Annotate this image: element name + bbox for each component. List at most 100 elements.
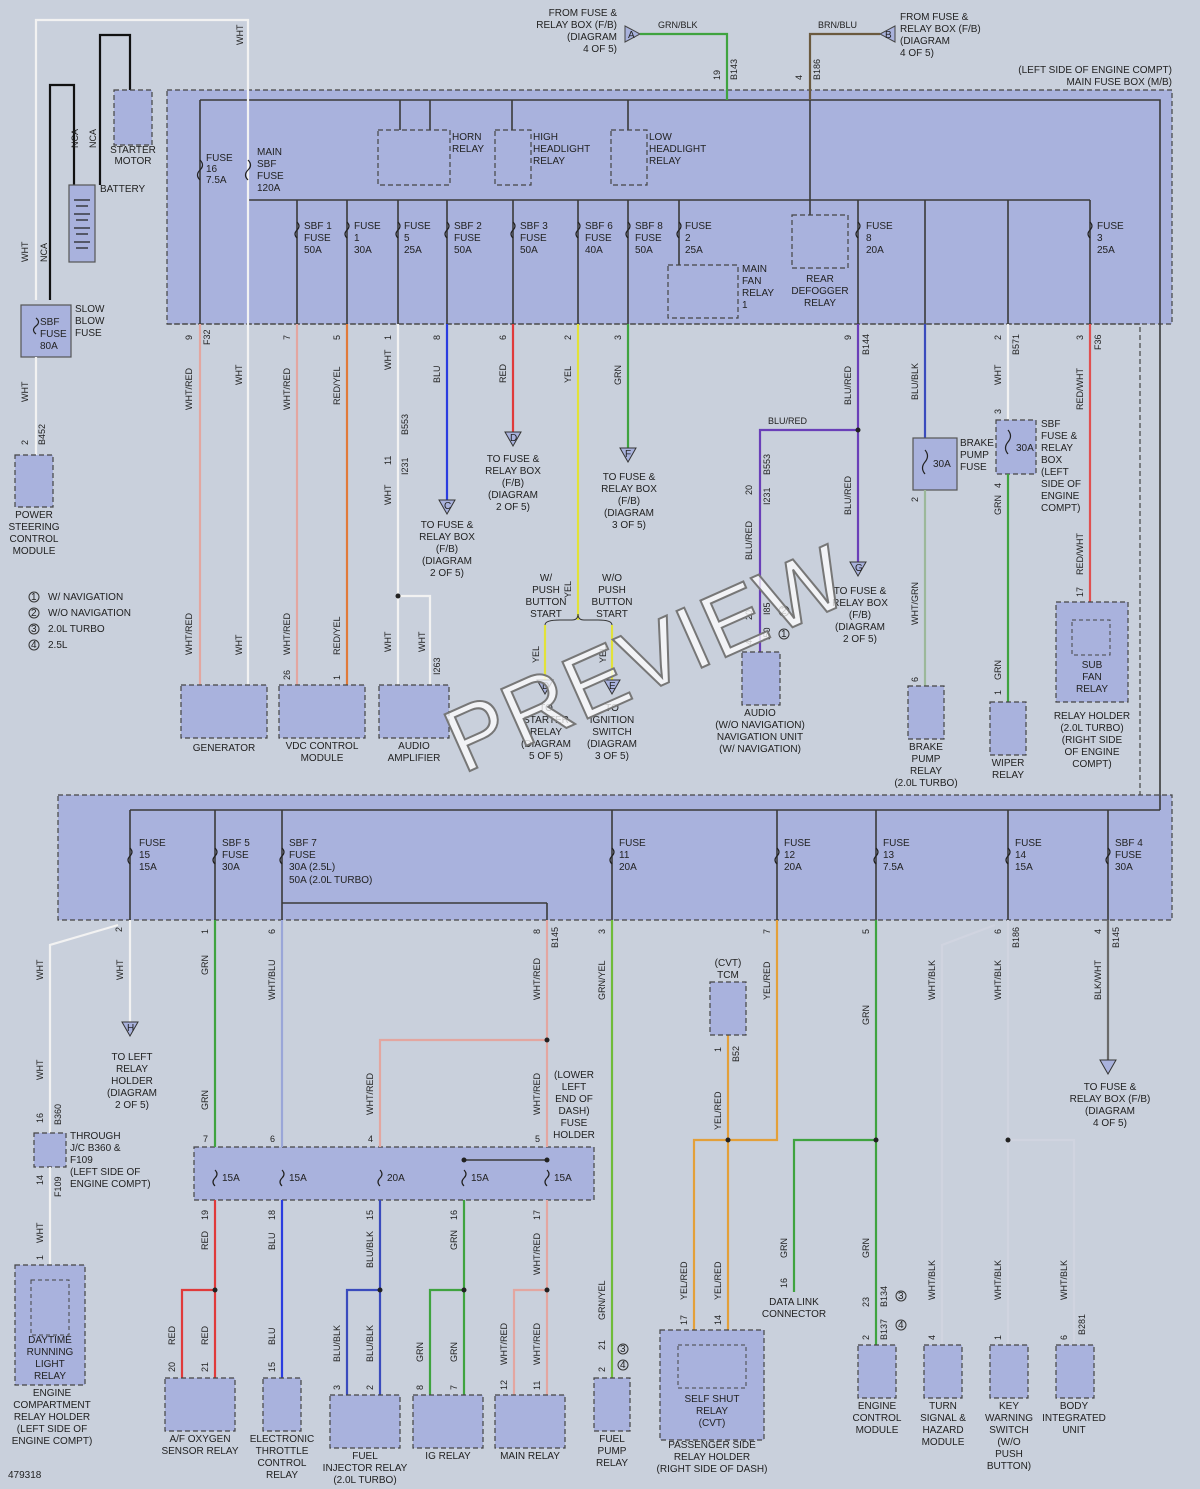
svg-text:15A: 15A — [471, 1173, 489, 1184]
svg-text:6: 6 — [270, 1134, 275, 1144]
svg-text:B144: B144 — [861, 334, 871, 355]
svg-text:2: 2 — [685, 233, 691, 244]
svg-text:HOLDER: HOLDER — [111, 1076, 153, 1087]
svg-text:H: H — [127, 1023, 134, 1034]
audio-navigation-unit: AUDIO (W/O NAVIGATION) NAVIGATION UNIT (… — [715, 651, 805, 755]
svg-text:FUSE: FUSE — [635, 233, 662, 244]
svg-text:2: 2 — [365, 1385, 375, 1390]
svg-text:WHT/RED: WHT/RED — [282, 368, 292, 410]
svg-text:(LEFT SIDE OF: (LEFT SIDE OF — [70, 1167, 140, 1178]
svg-text:30A: 30A — [1016, 443, 1034, 454]
svg-text:80A: 80A — [40, 341, 58, 352]
svg-text:B137: B137 — [879, 1319, 889, 1340]
svg-text:30A: 30A — [1115, 862, 1133, 873]
svg-text:5: 5 — [404, 233, 410, 244]
svg-text:21: 21 — [597, 1340, 607, 1350]
svg-text:SBF 4: SBF 4 — [1115, 838, 1143, 849]
svg-text:(DIAGRAM: (DIAGRAM — [835, 622, 885, 633]
svg-text:TO LEFT: TO LEFT — [112, 1052, 153, 1063]
svg-text:FAN: FAN — [1082, 672, 1101, 683]
svg-text:17: 17 — [679, 1315, 689, 1325]
svg-text:FUSE: FUSE — [222, 850, 249, 861]
svg-text:GRN: GRN — [861, 1005, 871, 1025]
svg-text:12: 12 — [784, 850, 796, 861]
dest-h: H TO LEFT RELAY HOLDER (DIAGRAM 2 OF 5) — [107, 1021, 157, 1111]
svg-text:40A: 40A — [585, 245, 603, 256]
svg-text:2 OF 5): 2 OF 5) — [115, 1100, 149, 1111]
svg-text:GRN: GRN — [200, 955, 210, 975]
svg-text:WHT/BLK: WHT/BLK — [993, 1260, 1003, 1300]
svg-text:DEFOGGER: DEFOGGER — [791, 286, 848, 297]
svg-text:WHT: WHT — [35, 959, 45, 980]
svg-text:GRN: GRN — [449, 1230, 459, 1250]
svg-text:ENGINE: ENGINE — [1041, 491, 1080, 502]
svg-text:YEL: YEL — [563, 581, 573, 598]
svg-text:1: 1 — [993, 1335, 1003, 1340]
svg-text:LEFT: LEFT — [562, 1082, 586, 1093]
svg-text:(2.0L TURBO): (2.0L TURBO) — [894, 778, 957, 789]
brake-pump-relay: BRAKE PUMP RELAY (2.0L TURBO) — [894, 685, 958, 789]
svg-text:SBF: SBF — [1041, 419, 1060, 430]
svg-text:RELAY BOX (F/B): RELAY BOX (F/B) — [536, 20, 617, 31]
svg-text:2.5L: 2.5L — [48, 640, 68, 651]
svg-text:4: 4 — [31, 640, 37, 651]
svg-text:POWER: POWER — [15, 510, 53, 521]
svg-text:F109: F109 — [70, 1155, 93, 1166]
svg-text:4: 4 — [368, 1134, 373, 1144]
svg-text:INJECTOR RELAY: INJECTOR RELAY — [323, 1463, 408, 1474]
svg-text:25A: 25A — [404, 245, 422, 256]
svg-text:30A: 30A — [933, 459, 951, 470]
dest-f: F TO FUSE & RELAY BOX (F/B) (DIAGRAM 3 O… — [601, 447, 657, 531]
svg-text:MODULE: MODULE — [301, 753, 344, 764]
svg-text:IG RELAY: IG RELAY — [425, 1451, 471, 1462]
svg-text:WHT/RED: WHT/RED — [499, 1323, 509, 1365]
svg-text:I231: I231 — [400, 457, 410, 475]
dest-i: TO FUSE & RELAY BOX (F/B) (DIAGRAM 4 OF … — [1070, 1059, 1150, 1129]
svg-text:30A (2.5L): 30A (2.5L) — [289, 862, 335, 873]
svg-text:MOTOR: MOTOR — [114, 156, 151, 167]
svg-text:3: 3 — [1075, 335, 1085, 340]
svg-text:FAN: FAN — [742, 276, 761, 287]
svg-text:WIPER: WIPER — [992, 758, 1025, 769]
ig-relay: IG RELAY — [412, 1394, 484, 1462]
svg-text:WHT: WHT — [115, 959, 125, 980]
svg-text:STEERING: STEERING — [8, 522, 59, 533]
svg-text:PUMP: PUMP — [960, 450, 989, 461]
svg-text:WHT/BLU: WHT/BLU — [267, 960, 277, 1001]
electronic-throttle-control-relay: ELECTRONIC THROTTLE CONTROL RELAY — [250, 1377, 314, 1481]
svg-text:RELAY BOX: RELAY BOX — [601, 484, 657, 495]
svg-text:FUSE: FUSE — [206, 153, 233, 164]
svg-text:11: 11 — [532, 1381, 542, 1390]
svg-text:120A: 120A — [257, 183, 281, 194]
svg-text:AUDIO: AUDIO — [398, 741, 430, 752]
svg-text:D: D — [510, 433, 517, 444]
svg-text:FUSE: FUSE — [1115, 850, 1142, 861]
svg-text:14: 14 — [1015, 850, 1027, 861]
svg-text:B52: B52 — [731, 1046, 741, 1062]
svg-text:(DIAGRAM: (DIAGRAM — [521, 739, 571, 750]
svg-text:RELAY: RELAY — [34, 1371, 66, 1382]
svg-text:FUSE: FUSE — [354, 221, 381, 232]
svg-text:RELAY: RELAY — [116, 1064, 148, 1075]
svg-text:FUEL: FUEL — [352, 1451, 378, 1462]
svg-text:BUTTON: BUTTON — [526, 597, 567, 608]
svg-text:WHT: WHT — [234, 634, 244, 655]
connector-a: A FROM FUSE & RELAY BOX (F/B) (DIAGRAM 4… — [536, 8, 642, 55]
svg-text:(DIAGRAM: (DIAGRAM — [422, 556, 472, 567]
svg-text:1: 1 — [713, 1047, 723, 1052]
svg-text:13: 13 — [883, 850, 895, 861]
svg-text:ELECTRONIC: ELECTRONIC — [250, 1434, 314, 1445]
sbf-fuse-relay-box: 30A SBF FUSE & RELAY BOX (LEFT SIDE OF E… — [995, 419, 1081, 514]
svg-text:(F/B): (F/B) — [618, 496, 640, 507]
svg-text:21: 21 — [200, 1362, 210, 1372]
sub-fan-relay-holder: SUB FAN RELAY RELAY HOLDER (2.0L TURBO) … — [1054, 601, 1130, 770]
svg-text:WHT: WHT — [20, 241, 30, 262]
svg-text:GRN/YEL: GRN/YEL — [597, 1280, 607, 1320]
svg-text:5: 5 — [332, 335, 342, 340]
svg-text:BLU/RED: BLU/RED — [843, 365, 853, 405]
svg-text:SBF: SBF — [40, 317, 59, 328]
svg-text:CONTROL: CONTROL — [853, 1413, 902, 1424]
power-steering-control-module: POWER STEERING CONTROL MODULE — [8, 454, 60, 557]
svg-text:W/O NAVIGATION: W/O NAVIGATION — [48, 608, 131, 619]
